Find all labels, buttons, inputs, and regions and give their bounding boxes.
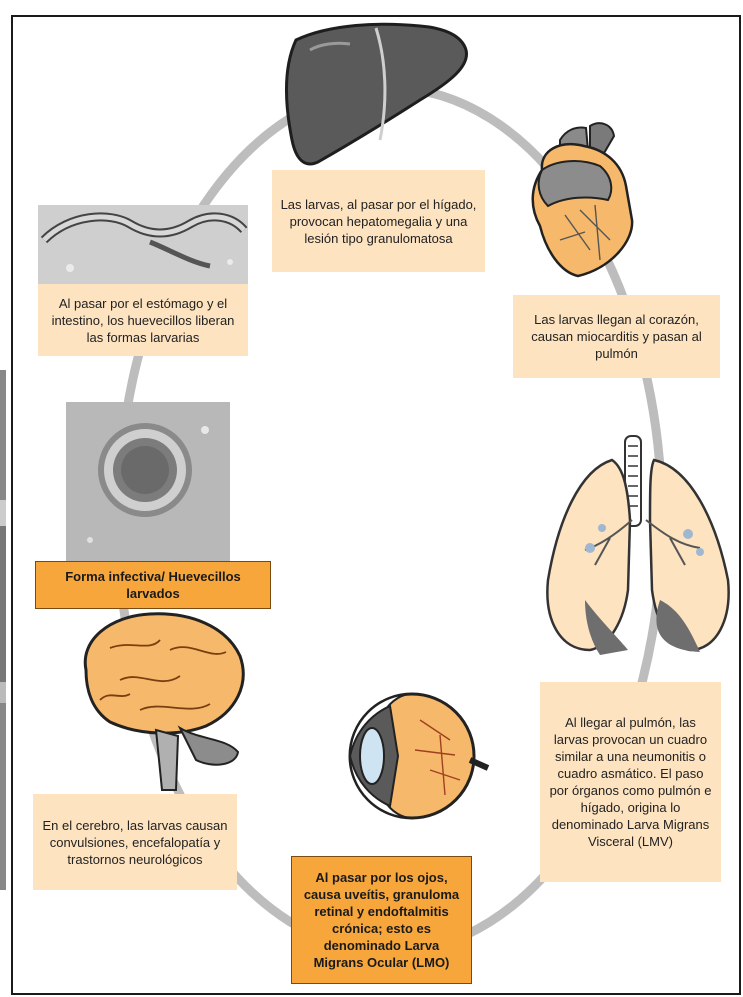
eye-illustration bbox=[350, 694, 488, 818]
lung-stage-note: Al llegar al pulmón, las larvas provocan… bbox=[540, 682, 721, 882]
larva-stage-note: Al pasar por el estómago y el intestino,… bbox=[38, 284, 248, 356]
larva-stage-text: Al pasar por el estómago y el intestino,… bbox=[46, 295, 240, 346]
eye-stage-note: Al pasar por los ojos, causa uveítis, gr… bbox=[291, 856, 472, 984]
lungs-illustration bbox=[547, 436, 728, 655]
heart-stage-text: Las larvas llegan al corazón, causan mio… bbox=[521, 311, 712, 362]
heart-illustration bbox=[533, 123, 632, 276]
liver-stage-note: Las larvas, al pasar por el hígado, prov… bbox=[272, 170, 485, 272]
brain-stage-text: En el cerebro, las larvas causan convuls… bbox=[41, 817, 229, 868]
heart-stage-note: Las larvas llegan al corazón, causan mio… bbox=[513, 295, 720, 378]
liver-stage-text: Las larvas, al pasar por el hígado, prov… bbox=[280, 196, 477, 247]
brain-stage-note: En el cerebro, las larvas causan convuls… bbox=[33, 794, 237, 890]
egg-stage-text: Forma infectiva/ Huevecillos larvados bbox=[44, 568, 262, 602]
brain-illustration bbox=[85, 614, 243, 790]
egg-micrograph bbox=[66, 402, 230, 562]
eye-stage-text: Al pasar por los ojos, causa uveítis, gr… bbox=[300, 869, 463, 971]
larva-micrograph bbox=[38, 205, 248, 287]
lung-stage-text: Al llegar al pulmón, las larvas provocan… bbox=[548, 714, 713, 850]
egg-stage-note: Forma infectiva/ Huevecillos larvados bbox=[35, 561, 271, 609]
